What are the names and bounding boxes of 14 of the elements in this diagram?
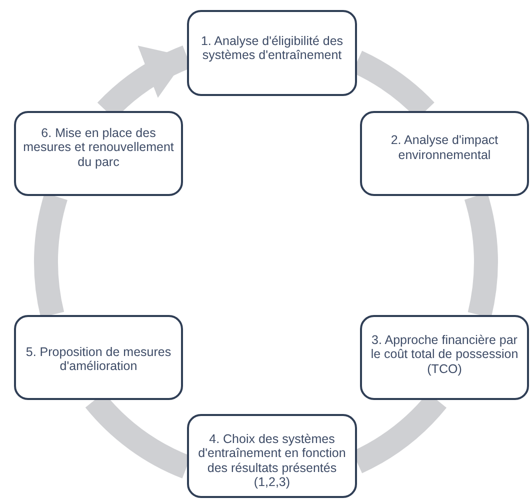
step-box [14,315,183,400]
step-label: 5. Proposition de mesures d'amélioration [24,345,172,374]
step-box [14,111,183,196]
step-label: 3. Approche financière par le coût total de possession (TCO) [370,333,520,376]
step-label: 6. Mise en place des mesures et renouvellement du parc [22,126,175,170]
step-box [360,111,529,196]
cycle-connector [34,193,68,318]
step-label: 2. Analyse d'impact environnemental [390,133,500,162]
step-label: 1. Analyse d'éligibilité des systèmes d'entraînement [200,34,344,63]
step-box [360,315,529,400]
step-label: 4. Choix des systèmes d'entraînement en fonction des résultats présentés (1,2,3) [197,432,347,490]
step-box [187,414,357,498]
step-box [187,10,357,96]
cycle-connector [464,193,498,318]
